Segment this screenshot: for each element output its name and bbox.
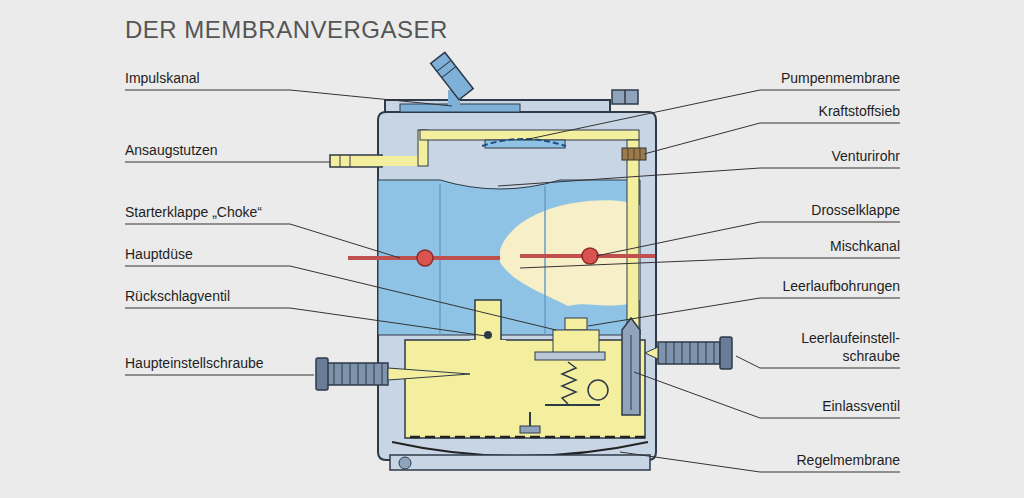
part-label: Hauptdüse (125, 246, 193, 264)
part-label: Mischkanal (830, 238, 900, 256)
diagram-title: DER MEMBRANVERGASER (125, 16, 448, 45)
part-label: Leerlaufbohrungen (782, 278, 900, 296)
part-label: Drosselklappe (811, 202, 900, 220)
part-label: Venturirohr (832, 148, 900, 166)
part-label: Leerlaufeinstell- schraube (780, 330, 900, 365)
part-label: Ansaugstutzen (125, 142, 218, 160)
housing (378, 90, 656, 460)
part-label: Rückschlagventil (125, 288, 230, 306)
part-label: Kraftstoffsieb (819, 103, 900, 121)
choke-and-throttle (348, 248, 655, 266)
valves (470, 300, 640, 415)
part-label: Starterklappe „Choke“ (125, 204, 262, 222)
leader-lines (125, 90, 900, 472)
adjust-screws (316, 337, 732, 390)
control-membrane (390, 362, 650, 470)
part-label: Impulskanal (125, 70, 200, 88)
part-label: Haupteinstellschraube (125, 355, 264, 373)
part-label: Regelmembrane (797, 452, 901, 470)
part-label: Pumpenmembrane (781, 70, 900, 88)
fuel-channels (330, 130, 646, 438)
part-label: Einlassventil (822, 398, 900, 416)
